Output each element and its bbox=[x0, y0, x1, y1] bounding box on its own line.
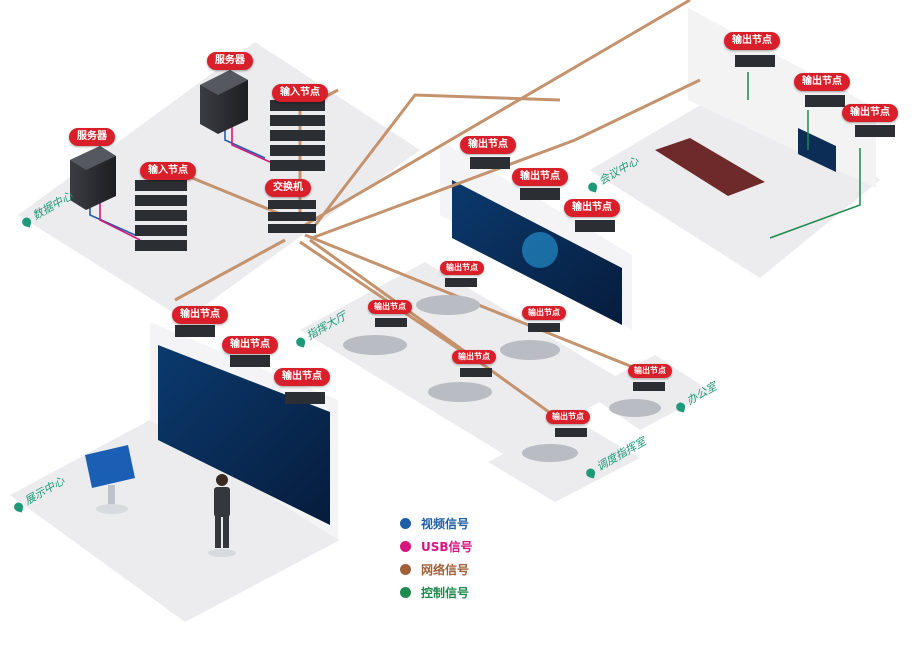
legend-label-control: 控制信号 bbox=[421, 586, 470, 600]
legend-label-usb: USB信号 bbox=[421, 540, 473, 554]
label-output-node-11: 输出节点 bbox=[368, 300, 412, 314]
exhibition-video-wall bbox=[158, 345, 330, 525]
data-center-platform bbox=[18, 42, 420, 320]
signal-legend: 视频信号 USB信号 网络信号 控制信号 bbox=[400, 512, 473, 604]
server-rack-1 bbox=[70, 146, 116, 210]
output-node-devices bbox=[175, 55, 895, 437]
operator-consoles bbox=[343, 295, 661, 462]
location-pin-icon bbox=[12, 501, 24, 513]
legend-item-network: 网络信号 bbox=[400, 558, 473, 581]
label-output-node-6: 输出节点 bbox=[564, 199, 620, 217]
input-node-stack-1 bbox=[135, 180, 187, 251]
label-output-node-9: 输出节点 bbox=[842, 104, 898, 122]
label-server-1: 服务器 bbox=[69, 128, 115, 146]
touch-kiosk bbox=[85, 445, 135, 514]
legend-dot-video bbox=[400, 518, 411, 529]
location-pin-icon bbox=[584, 467, 596, 479]
control-cables bbox=[747, 72, 861, 239]
legend-item-control: 控制信号 bbox=[400, 581, 473, 604]
label-input-node-1: 输入节点 bbox=[140, 162, 196, 180]
legend-label-network: 网络信号 bbox=[421, 563, 470, 577]
legend-item-video: 视频信号 bbox=[400, 512, 473, 535]
input-node-stack-2 bbox=[270, 100, 325, 171]
label-input-node-2: 输入节点 bbox=[272, 84, 328, 102]
label-output-node-8: 输出节点 bbox=[794, 73, 850, 91]
location-pin-icon bbox=[674, 401, 686, 413]
label-output-node-10: 输出节点 bbox=[440, 261, 484, 275]
video-wall-globe bbox=[522, 232, 558, 268]
label-output-node-1: 输出节点 bbox=[172, 306, 228, 324]
location-pin-icon bbox=[294, 336, 306, 348]
location-pin-icon bbox=[586, 181, 598, 193]
label-switch: 交换机 bbox=[265, 179, 311, 197]
presenter-person bbox=[208, 474, 236, 557]
server-rack-2 bbox=[200, 70, 248, 134]
conference-table bbox=[655, 138, 765, 196]
label-output-node-2: 输出节点 bbox=[222, 336, 278, 354]
label-output-node-14: 输出节点 bbox=[628, 364, 672, 378]
legend-dot-usb bbox=[400, 541, 411, 552]
label-output-node-15: 输出节点 bbox=[546, 410, 590, 424]
legend-item-usb: USB信号 bbox=[400, 535, 473, 558]
label-output-node-3: 输出节点 bbox=[274, 368, 330, 386]
legend-dot-control bbox=[400, 587, 411, 598]
label-output-node-4: 输出节点 bbox=[460, 136, 516, 154]
label-output-node-12: 输出节点 bbox=[522, 306, 566, 320]
legend-label-video: 视频信号 bbox=[421, 517, 470, 531]
label-output-node-13: 输出节点 bbox=[452, 350, 496, 364]
label-server-2: 服务器 bbox=[207, 52, 253, 70]
label-output-node-5: 输出节点 bbox=[512, 168, 568, 186]
label-output-node-7: 输出节点 bbox=[724, 32, 780, 50]
network-switch bbox=[268, 200, 316, 233]
location-pin-icon bbox=[20, 216, 32, 228]
legend-dot-network bbox=[400, 564, 411, 575]
